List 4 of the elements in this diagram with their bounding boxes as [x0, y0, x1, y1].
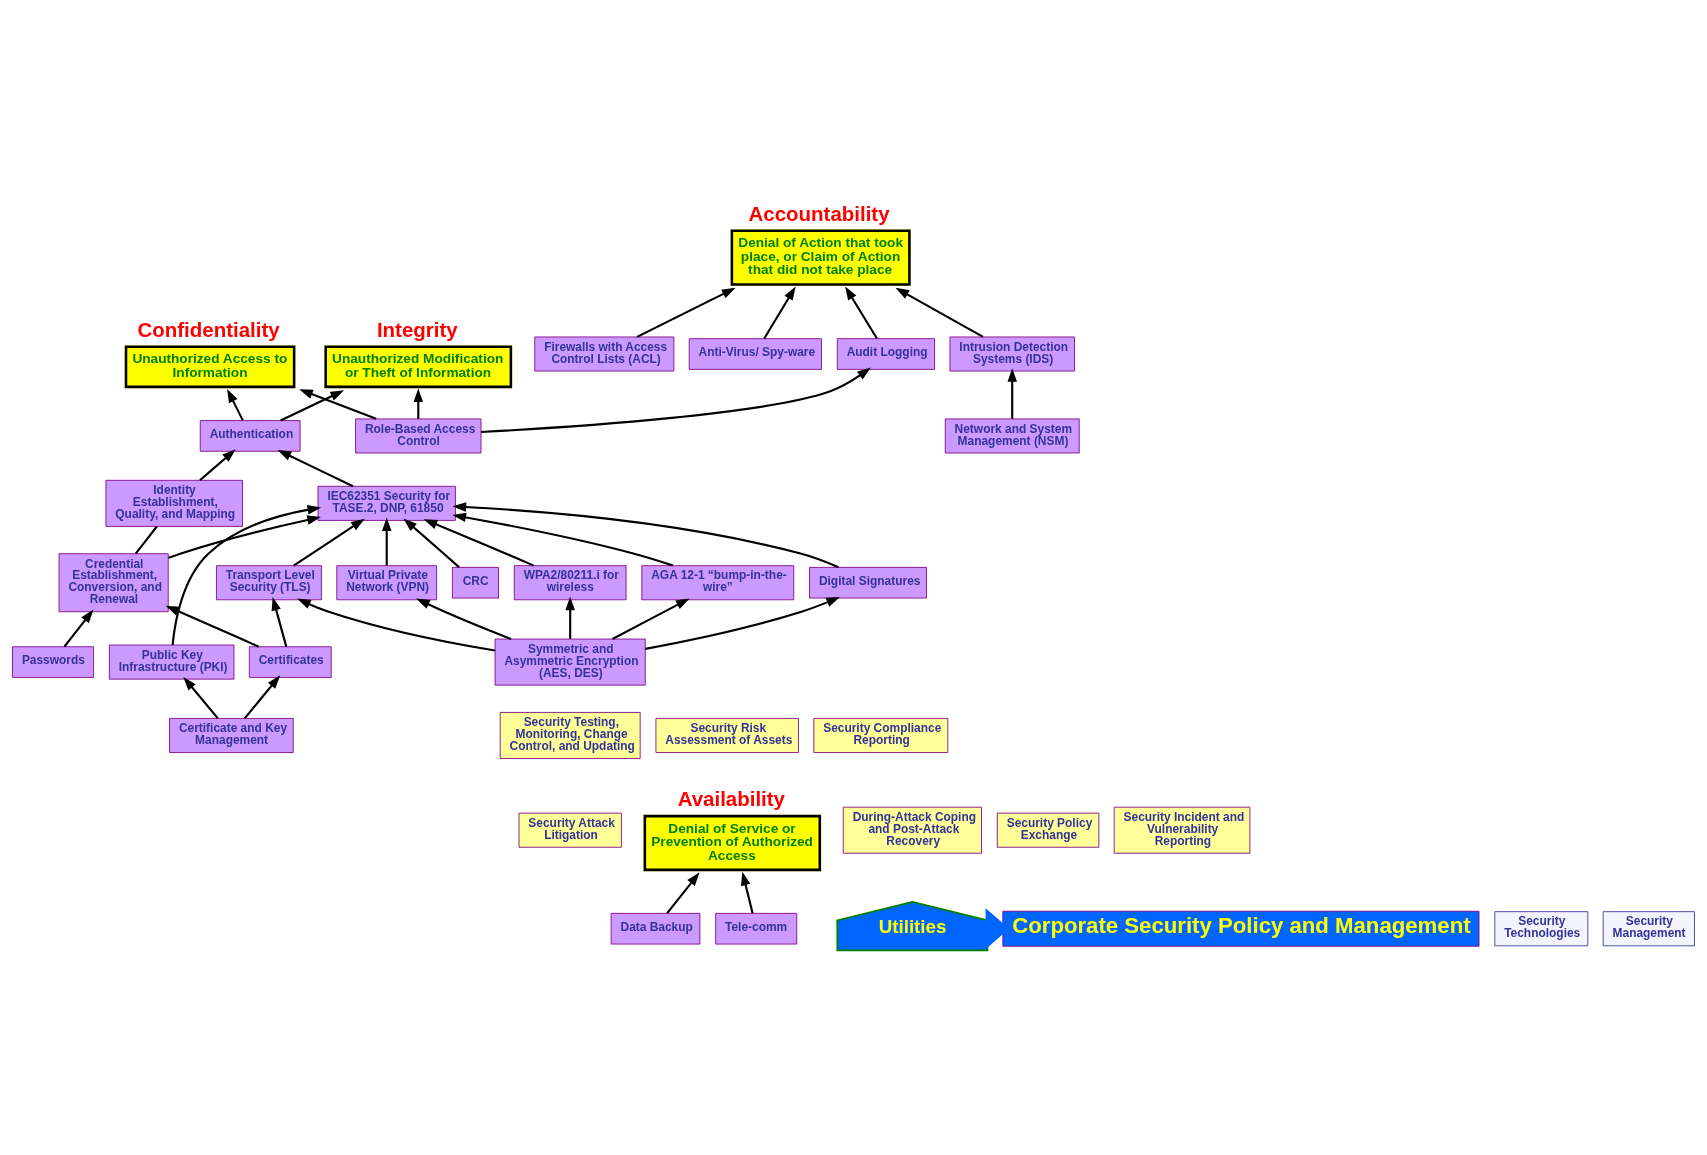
node-label: Availability	[677, 786, 786, 810]
node-label: Integrity	[376, 317, 458, 341]
node-label: Confidentiality	[137, 317, 280, 341]
node-label: Accountability	[748, 201, 890, 225]
